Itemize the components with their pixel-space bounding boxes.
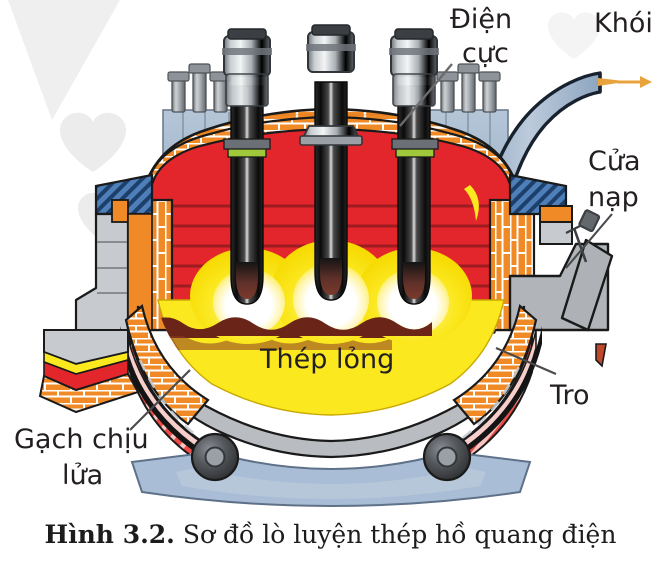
hydraulic-cylinders-left <box>167 63 232 113</box>
label-molten-steel: Thép lỏng <box>259 344 394 375</box>
label-charge-door-line1: Cửa <box>588 146 641 177</box>
leader-electrode <box>399 63 453 127</box>
leader-refractory <box>129 369 191 431</box>
charging-door <box>508 205 614 368</box>
electrodes <box>222 24 439 305</box>
leader-charging-door <box>565 213 613 269</box>
label-refractory-line2: lửa <box>62 460 103 491</box>
figure-caption: Hình 3.2. Sơ đồ lò luyện thép hồ quang đ… <box>0 520 661 549</box>
electrode-seal-pads <box>223 138 439 158</box>
label-ash: Tro <box>549 380 590 411</box>
background-watermark <box>8 0 600 245</box>
caption-text: Sơ đồ lò luyện thép hồ quang điện <box>174 520 617 549</box>
door-actuator <box>565 209 601 263</box>
label-electrode-line2: cực <box>462 38 509 69</box>
electrode-1 <box>222 28 272 305</box>
smoke-arrow-icon <box>598 76 652 88</box>
leader-lines <box>129 63 613 431</box>
label-smoke: Khói <box>594 8 653 39</box>
caption-number: Hình 3.2. <box>44 520 175 549</box>
wheels <box>190 432 472 482</box>
hydraulic-cylinders-right <box>436 63 501 113</box>
electrode-2 <box>299 24 363 301</box>
label-refractory-line1: Gạch chịu <box>14 424 149 455</box>
label-charge-door-line2: nạp <box>588 182 639 213</box>
label-electrode-line1: Điện <box>450 4 512 35</box>
leader-ash <box>495 347 557 375</box>
slag-spout <box>38 329 140 414</box>
